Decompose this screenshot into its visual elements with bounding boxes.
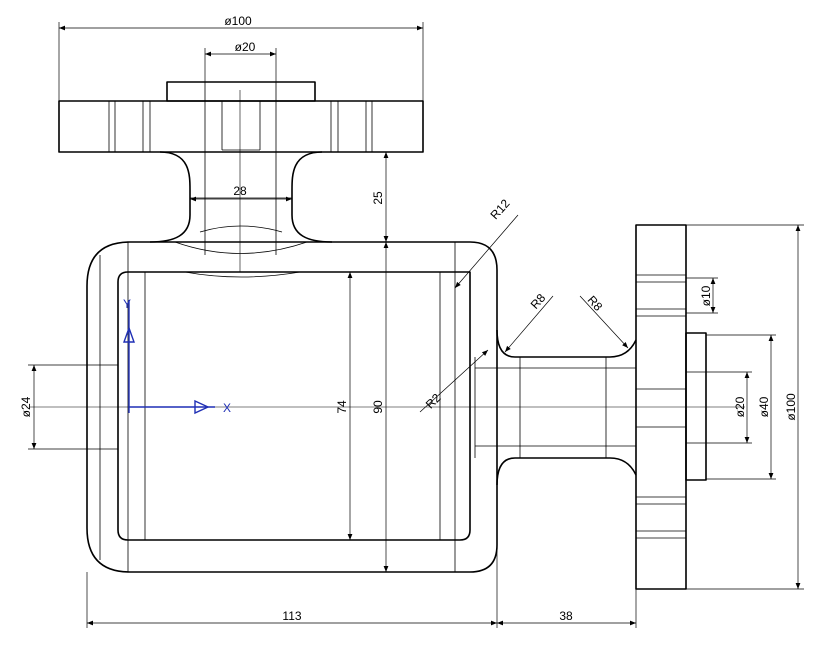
top-bore (204, 82, 277, 255)
ucs-icon: Y X (123, 297, 231, 415)
right-flange-bolt-hole-top (636, 274, 686, 317)
dimension-left-port: ø24 (19, 364, 87, 450)
top-flange-bolt-hole-right (330, 101, 373, 152)
dim-label-right-boss: ø40 (757, 396, 771, 417)
dim-label-r12: R12 (487, 196, 512, 222)
dimension-body-length: 113 (86, 485, 498, 628)
right-flange-bolt-hole-bottom (636, 496, 686, 539)
dim-label-right-bore: ø20 (733, 396, 747, 417)
dim-label-left-port: ø24 (19, 396, 33, 417)
dimension-right-flange: ø100 (686, 224, 804, 590)
dim-label-inner-height: 74 (335, 400, 349, 414)
ucs-x-label: X (223, 401, 231, 415)
dim-label-neck-width: 28 (233, 184, 247, 198)
dimension-right-bolt-hole: ø10 (686, 277, 718, 314)
dim-label-body-length: 113 (282, 609, 301, 623)
dimension-right-boss: ø40 (706, 334, 776, 480)
dim-label-pipe-length: 38 (559, 609, 573, 623)
top-neck (149, 151, 333, 254)
dim-label-right-bolt-hole: ø10 (699, 285, 713, 306)
dim-label-top-bore: ø20 (235, 40, 256, 54)
dimension-r2: R2 (419, 349, 489, 413)
main-body (86, 241, 498, 573)
dimension-outer-height: 90 (371, 242, 389, 572)
dimension-top-flange: ø100 (58, 14, 424, 101)
dim-label-r8-right: R8 (585, 293, 606, 314)
dimension-right-bore: ø20 (686, 371, 752, 444)
dim-label-r2: R2 (423, 391, 444, 412)
dim-label-right-flange: ø100 (784, 393, 798, 421)
dim-label-outer-height: 90 (371, 400, 385, 414)
dimension-neck-width: 28 (190, 184, 292, 202)
dim-label-neck-height: 25 (371, 191, 385, 205)
dimension-r8-right: R8 (579, 293, 629, 349)
dim-label-top-flange: ø100 (224, 14, 252, 28)
dim-label-r8-left: R8 (528, 291, 549, 312)
dimension-inner-height: 74 (335, 272, 353, 540)
dimension-neck-height: 25 (371, 152, 389, 242)
top-flange-bolt-hole-left (108, 101, 151, 152)
top-flange (58, 81, 424, 255)
right-bore (635, 388, 686, 428)
left-port (87, 364, 118, 450)
dimension-pipe-length: 38 (497, 589, 637, 628)
right-pipe (474, 329, 637, 486)
dimension-r8-left: R8 (504, 291, 554, 353)
ucs-y-label: Y (123, 297, 131, 311)
center-lines (30, 90, 745, 408)
dimension-top-bore: ø20 (204, 40, 277, 82)
